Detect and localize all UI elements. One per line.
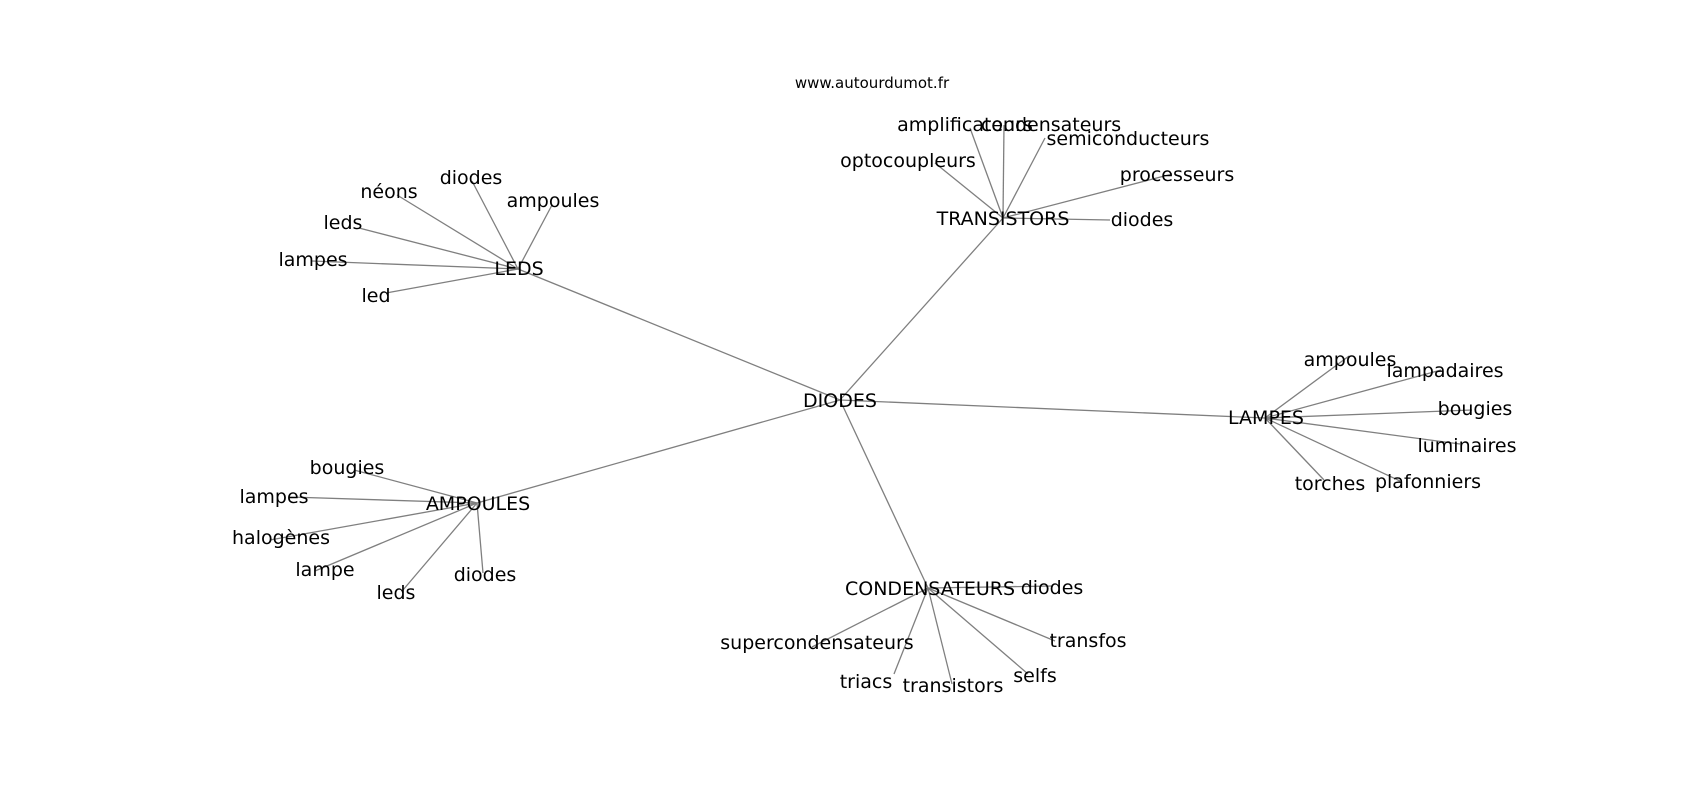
hub-node-label: LAMPES xyxy=(1228,407,1304,429)
edge-hub-2-child-2 xyxy=(1264,409,1473,419)
child-node-label: lampes xyxy=(278,249,347,271)
edge-hub-2-child-3 xyxy=(1264,417,1461,445)
edge-root-hub-0 xyxy=(517,268,841,401)
child-node-label: triacs xyxy=(840,671,893,693)
edge-hub-2-child-0 xyxy=(1264,355,1350,419)
child-node-label: bougies xyxy=(1438,398,1513,420)
edge-hub-4-child-3 xyxy=(314,502,478,572)
edge-hub-1-child-0 xyxy=(969,127,1004,219)
edge-hub-2-child-4 xyxy=(1264,417,1401,482)
child-node-label: lampe xyxy=(295,559,354,581)
child-node-label: luminaires xyxy=(1417,435,1516,457)
hub-node-label: LEDS xyxy=(494,258,543,280)
edge-hub-4-child-4 xyxy=(402,502,478,591)
edge-hub-3-child-2 xyxy=(927,587,1029,675)
edge-hub-3-child-4 xyxy=(893,587,929,675)
edge-hub-1-child-4 xyxy=(1002,173,1173,219)
child-node-label: leds xyxy=(377,582,416,604)
child-node-label: lampes xyxy=(239,486,308,508)
edge-hub-4-child-0 xyxy=(353,469,478,504)
watermark-text: www.autourdumot.fr xyxy=(795,74,950,92)
edge-hub-0-child-4 xyxy=(311,260,519,270)
graph-labels: néonsdiodesampoulesledslampesledamplific… xyxy=(232,114,1517,697)
edge-hub-4-child-1 xyxy=(289,496,478,504)
edge-hub-0-child-2 xyxy=(517,204,553,270)
child-node-label: lampadaires xyxy=(1386,360,1503,382)
graph-edges xyxy=(269,124,1473,685)
edge-hub-3-child-1 xyxy=(927,587,1056,642)
edge-hub-4-child-5 xyxy=(476,502,484,574)
child-node-label: diodes xyxy=(454,564,517,586)
child-node-label: transistors xyxy=(903,675,1004,697)
edge-hub-1-child-1 xyxy=(1002,124,1005,219)
child-node-label: diodes xyxy=(1111,209,1174,231)
child-node-label: néons xyxy=(360,181,417,203)
child-node-label: leds xyxy=(324,212,363,234)
child-node-label: condensateurs xyxy=(981,114,1121,136)
edge-hub-1-child-5 xyxy=(1002,217,1111,221)
edge-root-hub-4 xyxy=(476,399,841,504)
child-node-label: ampoules xyxy=(507,190,600,212)
child-node-label: led xyxy=(361,285,390,307)
child-node-label: optocoupleurs xyxy=(840,150,976,172)
edge-hub-2-child-1 xyxy=(1264,369,1442,419)
edge-hub-3-child-3 xyxy=(927,587,953,685)
child-node-label: diodes xyxy=(1021,577,1084,599)
edge-root-hub-1 xyxy=(839,217,1004,401)
edge-hub-3-child-5 xyxy=(811,587,929,648)
edge-hub-2-child-5 xyxy=(1264,417,1325,481)
hub-node-label: AMPOULES xyxy=(426,493,530,515)
edge-hub-0-child-5 xyxy=(385,268,519,294)
edge-hub-0-child-1 xyxy=(471,180,519,270)
edge-hub-4-child-2 xyxy=(269,502,478,541)
child-node-label: diodes xyxy=(440,167,503,189)
edge-hub-3-child-0 xyxy=(927,585,1054,589)
root-node-label: DIODES xyxy=(803,390,877,412)
child-node-label: torches xyxy=(1295,473,1366,495)
edge-hub-1-child-3 xyxy=(934,162,1004,219)
child-node-label: plafonniers xyxy=(1375,471,1481,493)
hub-node-label: TRANSISTORS xyxy=(936,208,1070,230)
child-node-label: selfs xyxy=(1013,665,1056,687)
edge-hub-1-child-2 xyxy=(1002,137,1046,219)
child-node-label: halogènes xyxy=(232,527,330,549)
child-node-label: amplificateurs xyxy=(897,114,1033,136)
child-node-label: ampoules xyxy=(1304,349,1397,371)
hub-node-label: CONDENSATEURS xyxy=(845,578,1015,600)
edge-root-hub-2 xyxy=(839,399,1266,419)
edge-hub-0-child-0 xyxy=(396,194,519,270)
edge-root-hub-3 xyxy=(839,399,929,589)
child-node-label: transfos xyxy=(1049,630,1126,652)
child-node-label: supercondensateurs xyxy=(720,632,913,654)
child-node-label: processeurs xyxy=(1120,164,1234,186)
child-node-label: semiconducteurs xyxy=(1047,128,1210,150)
child-node-label: bougies xyxy=(310,457,385,479)
edge-hub-0-child-3 xyxy=(358,227,519,270)
